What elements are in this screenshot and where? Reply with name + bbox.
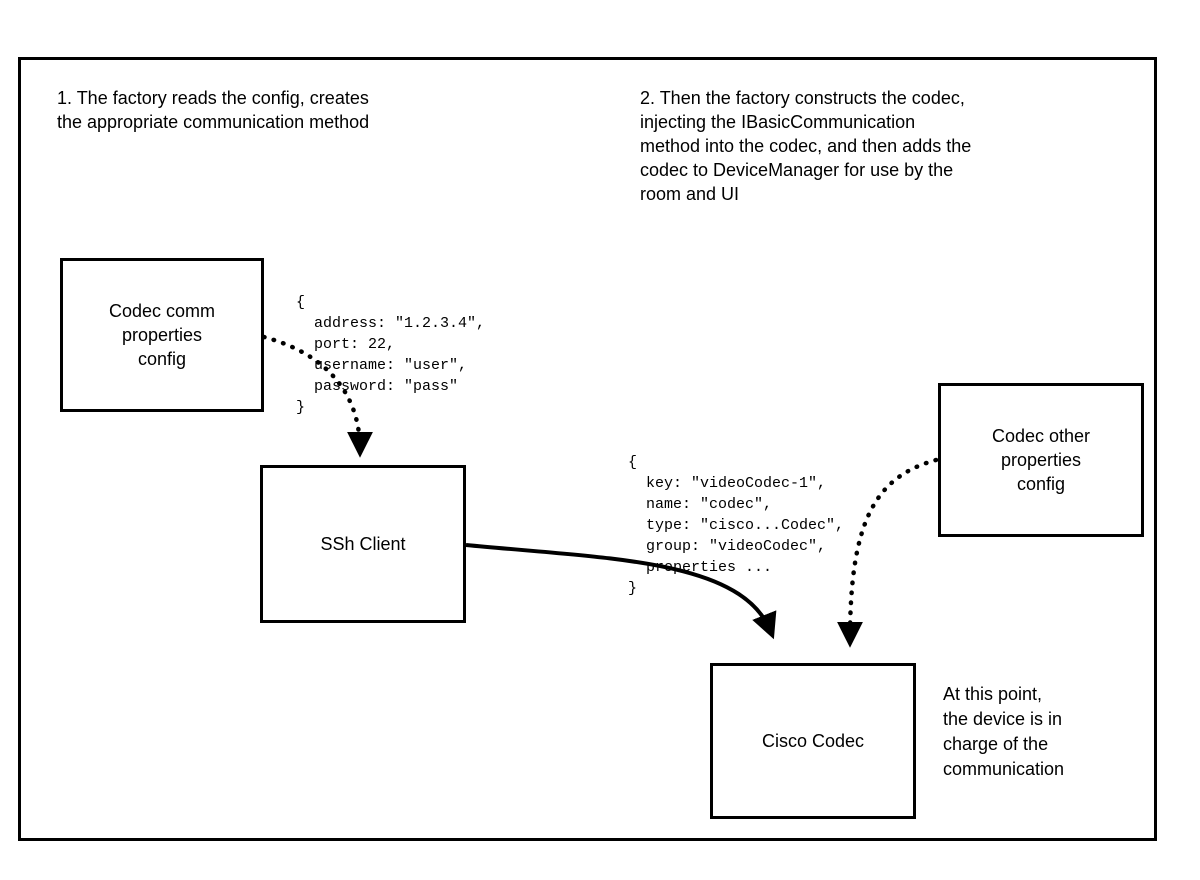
box-ssh-client: SSh Client xyxy=(260,465,466,623)
box-codec-comm-properties-config-label: Codec comm properties config xyxy=(108,301,216,369)
box-cisco-codec: Cisco Codec xyxy=(710,663,916,819)
box-codec-other-properties-config: Codec other properties config xyxy=(938,383,1144,537)
final-note: At this point, the device is in charge o… xyxy=(943,684,1065,779)
box-ssh-client-label: SSh Client xyxy=(320,534,406,554)
step2-note: 2. Then the factory constructs the codec… xyxy=(640,88,972,204)
codec-properties-code-snippet: { key: "videoCodec-1", name: "codec", ty… xyxy=(628,454,845,597)
box-cisco-codec-label: Cisco Codec xyxy=(761,731,865,751)
box-codec-other-properties-config-label: Codec other properties config xyxy=(991,426,1091,494)
diagram-border xyxy=(18,57,1157,841)
box-codec-comm-properties-config: Codec comm properties config xyxy=(60,258,264,412)
comm-properties-code-snippet: { address: "1.2.3.4", port: 22, username… xyxy=(296,294,486,416)
step1-note: 1. The factory reads the config, creates… xyxy=(57,88,370,132)
